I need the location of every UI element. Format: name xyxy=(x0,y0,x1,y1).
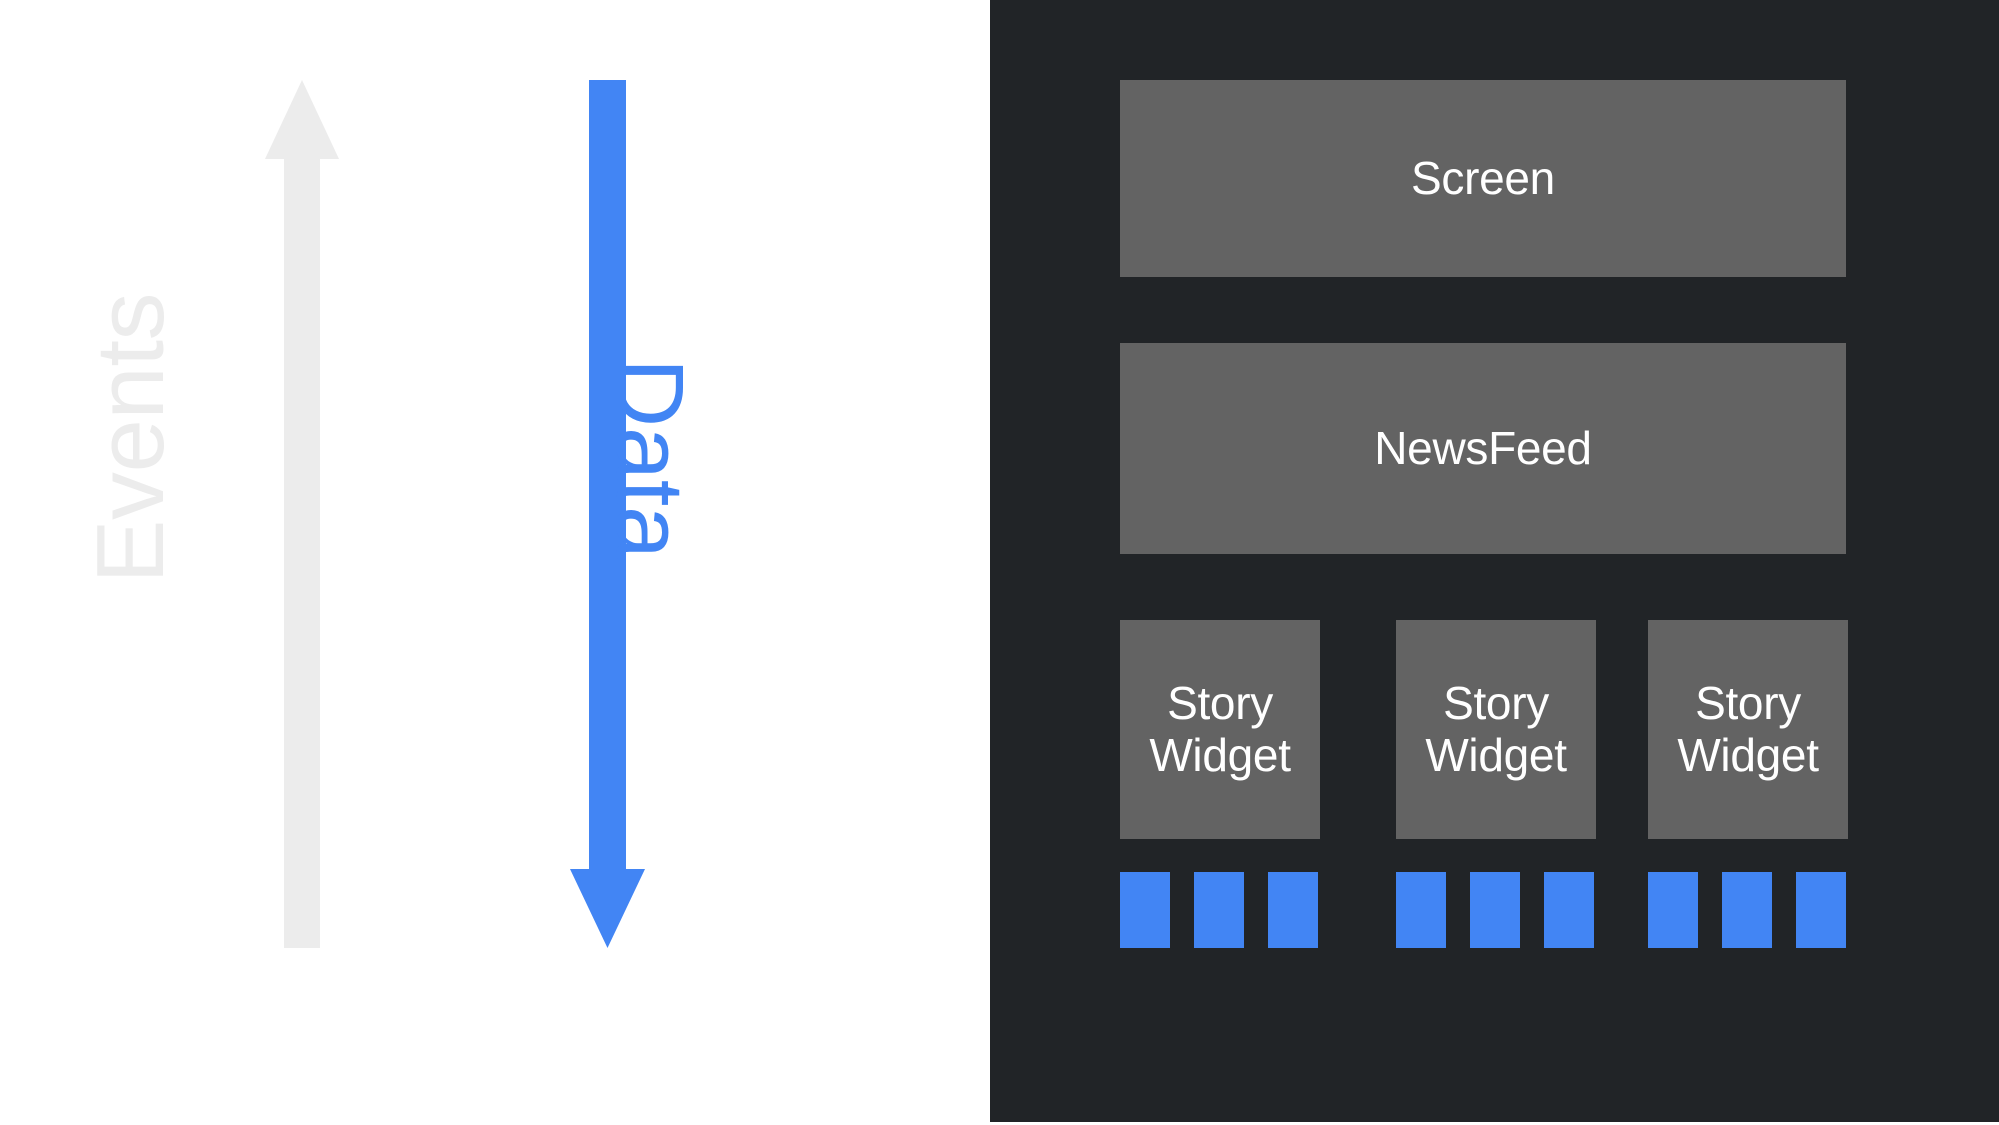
widget-tree-pane: Screen NewsFeed Story Widget Story Widge… xyxy=(990,0,1999,1122)
chip[interactable] xyxy=(1120,872,1170,948)
story-widget-3-line2: Widget xyxy=(1677,728,1819,781)
arrow-up-icon xyxy=(265,80,339,948)
node-newsfeed-label: NewsFeed xyxy=(1374,421,1592,474)
node-story-widget-3[interactable]: Story Widget xyxy=(1648,620,1848,839)
node-story-widget-1-label: Story Widget xyxy=(1149,676,1291,781)
node-story-widget-1[interactable]: Story Widget xyxy=(1120,620,1320,839)
chip-row-widget-1 xyxy=(1120,872,1318,948)
node-story-widget-3-label: Story Widget xyxy=(1677,676,1819,781)
events-flow-label: Events xyxy=(77,293,184,584)
chip[interactable] xyxy=(1722,872,1772,948)
node-screen[interactable]: Screen xyxy=(1120,80,1846,277)
arrow-down-icon xyxy=(570,80,645,948)
flow-legend-pane: Events Data xyxy=(0,0,990,1125)
story-widget-1-line1: Story xyxy=(1167,676,1273,729)
node-screen-label: Screen xyxy=(1411,151,1555,204)
chip[interactable] xyxy=(1648,872,1698,948)
chip[interactable] xyxy=(1796,872,1846,948)
node-story-widget-2[interactable]: Story Widget xyxy=(1396,620,1596,839)
chip-row-widget-2 xyxy=(1396,872,1594,948)
chip[interactable] xyxy=(1268,872,1318,948)
node-newsfeed[interactable]: NewsFeed xyxy=(1120,343,1846,554)
story-widget-2-line2: Widget xyxy=(1425,728,1567,781)
data-flow-label: Data xyxy=(596,358,703,559)
chip[interactable] xyxy=(1470,872,1520,948)
chip[interactable] xyxy=(1396,872,1446,948)
chip[interactable] xyxy=(1544,872,1594,948)
chip[interactable] xyxy=(1194,872,1244,948)
node-story-widget-2-label: Story Widget xyxy=(1425,676,1567,781)
story-widget-3-line1: Story xyxy=(1695,676,1801,729)
story-widget-1-line2: Widget xyxy=(1149,728,1291,781)
story-widget-2-line1: Story xyxy=(1443,676,1549,729)
chip-row-widget-3 xyxy=(1648,872,1846,948)
